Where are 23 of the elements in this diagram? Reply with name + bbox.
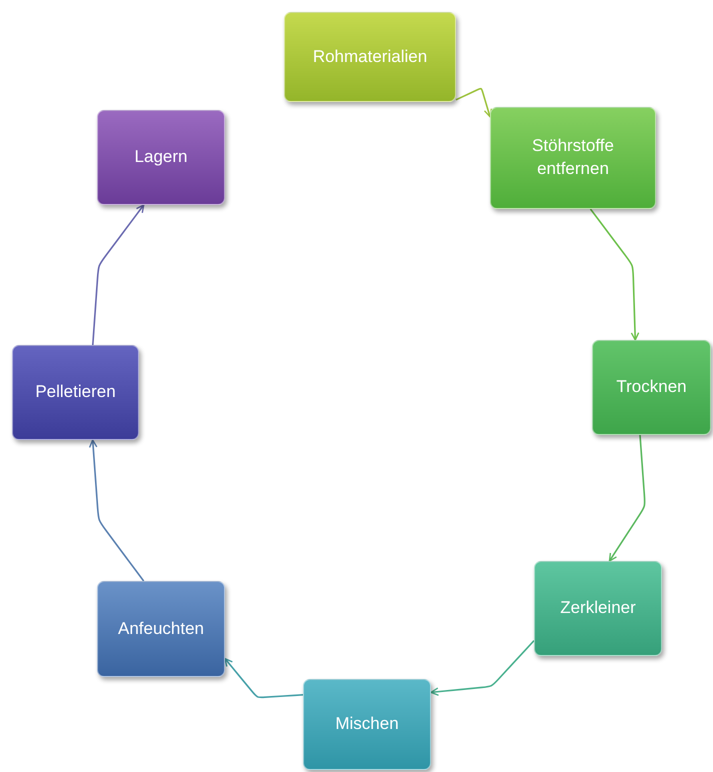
step-label: Lagern: [134, 146, 188, 168]
process-box: [284, 12, 456, 102]
process-box: [97, 110, 225, 205]
arrow: [590, 208, 640, 341]
arrow: [88, 439, 144, 582]
step-label: Rohmaterialien: [312, 46, 428, 68]
process-box: [534, 561, 662, 656]
arrow: [430, 640, 535, 696]
arrow: [608, 434, 646, 562]
step-label: Pelletieren: [34, 381, 117, 404]
step-label: Anfeuchten: [116, 618, 205, 640]
process-box: [12, 345, 139, 440]
step-label: Zerkleiner: [559, 597, 637, 620]
process-box: [303, 679, 431, 770]
step-label: Stöhrstoffe entfernen: [531, 135, 615, 180]
step-label: Mischen: [334, 713, 400, 736]
process-box: [490, 107, 656, 209]
step-label: Trocknen: [615, 376, 688, 398]
arrow: [224, 658, 304, 698]
arrow: [456, 88, 492, 118]
process-box: [97, 581, 225, 677]
arrow: [92, 204, 144, 346]
process-box: [592, 340, 711, 435]
